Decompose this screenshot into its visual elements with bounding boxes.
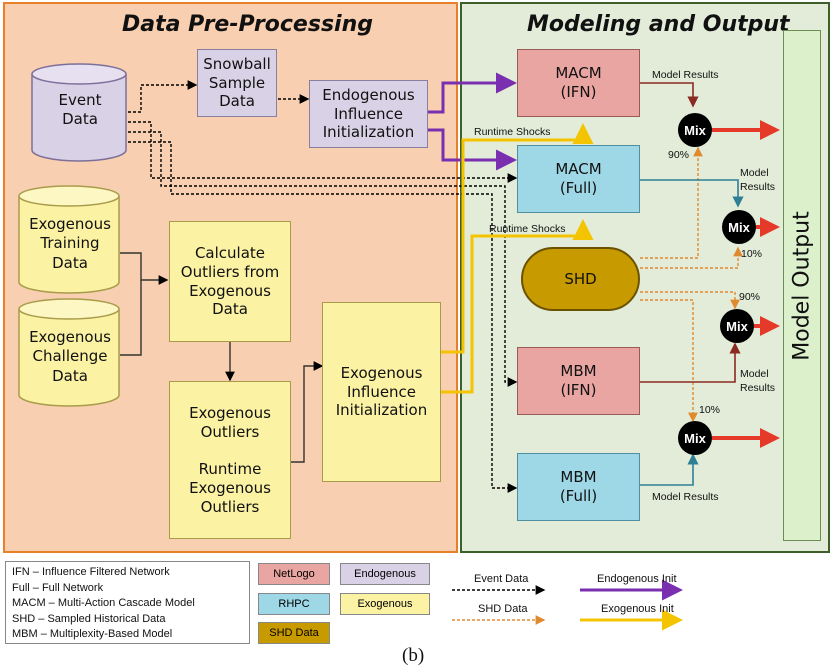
legend-shd-data: SHD Data	[258, 622, 330, 644]
pct-90-label-1: 90%	[668, 149, 690, 161]
snowball-sample-box: Snowball Sample Data	[197, 49, 277, 117]
exo-training-cylinder	[18, 185, 120, 294]
macm-full-box: MACM (Full)	[517, 145, 640, 213]
shd-box: SHD	[521, 247, 640, 311]
model-results-label-3b: Results	[740, 382, 776, 394]
mix-node-1: Mix	[678, 113, 712, 147]
endogenous-init-box: Endogenous Influence Initialization	[309, 80, 428, 148]
model-results-label-2a: Model	[740, 167, 769, 179]
calculate-outliers-box: Calculate Outliers from Exogenous Data	[169, 221, 291, 342]
legend-netlogo: NetLogo	[258, 563, 330, 585]
runtime-shocks-label-1: Runtime Shocks	[474, 126, 551, 138]
connections	[120, 72, 780, 493]
model-results-label-4: Model Results	[652, 491, 719, 503]
legend-abbr-full: Full – Full Network	[12, 581, 104, 594]
exo-challenge-label: Exogenous Challenge Data	[29, 327, 111, 385]
legend-shd-data-label: SHD Data	[478, 603, 528, 615]
macm-ifn-box: MACM (IFN)	[517, 49, 640, 117]
model-output-bar: Model Output	[783, 30, 821, 541]
mix-node-4: Mix	[678, 421, 712, 455]
legend-abbr-mbm: MBM – Multiplexity-Based Model	[12, 628, 173, 640]
figure-caption: (b)	[402, 645, 425, 666]
exogenous-init-box: Exogenous Influence Initialization	[322, 302, 441, 482]
legend-endogenous: Endogenous	[340, 563, 430, 585]
event-data-cylinder	[31, 63, 127, 162]
runtime-shocks-label-2: Runtime Shocks	[489, 223, 566, 235]
mix-node-3: Mix	[720, 309, 754, 343]
mbm-full-box: MBM (Full)	[517, 453, 640, 521]
legend-abbr-macm: MACM – Multi-Action Cascade Model	[12, 597, 195, 609]
mix-node-2: Mix	[722, 210, 756, 244]
legend-abbr-ifn: IFN – Influence Filtered Network	[12, 566, 170, 578]
legend-rhpc: RHPC	[258, 593, 330, 615]
pct-90-label-2: 90%	[739, 291, 761, 303]
legend-endogenous-init-label: Endogenous Init	[597, 573, 677, 585]
pct-10-label-2: 10%	[699, 404, 721, 416]
model-results-label-3a: Model	[740, 368, 769, 380]
pct-10-label-1: 10%	[741, 248, 763, 260]
legend-exogenous-init-label: Exogenous Init	[601, 603, 674, 615]
legend-event-data-label: Event Data	[474, 573, 529, 585]
preprocessing-title: Data Pre-Processing	[122, 12, 373, 37]
exo-training-label: Exogenous Training Data	[29, 214, 111, 272]
legend-abbr-shd: SHD – Sampled Historical Data	[12, 612, 166, 625]
mbm-ifn-box: MBM (IFN)	[517, 347, 640, 415]
modeling-title: Modeling and Output	[527, 12, 790, 37]
legend-exogenous: Exogenous	[340, 593, 430, 615]
legend-lines	[452, 579, 683, 631]
legend-abbreviations: IFN – Influence Filtered Network Full – …	[5, 561, 250, 644]
exogenous-outliers-box: Exogenous Outliers Runtime Exogenous Out…	[169, 381, 291, 539]
model-results-label-1: Model Results	[652, 69, 719, 81]
exo-challenge-cylinder	[18, 298, 120, 407]
model-results-label-2b: Results	[740, 181, 776, 193]
model-output-label: Model Output	[789, 210, 815, 361]
event-data-label: Event Data	[58, 90, 102, 129]
